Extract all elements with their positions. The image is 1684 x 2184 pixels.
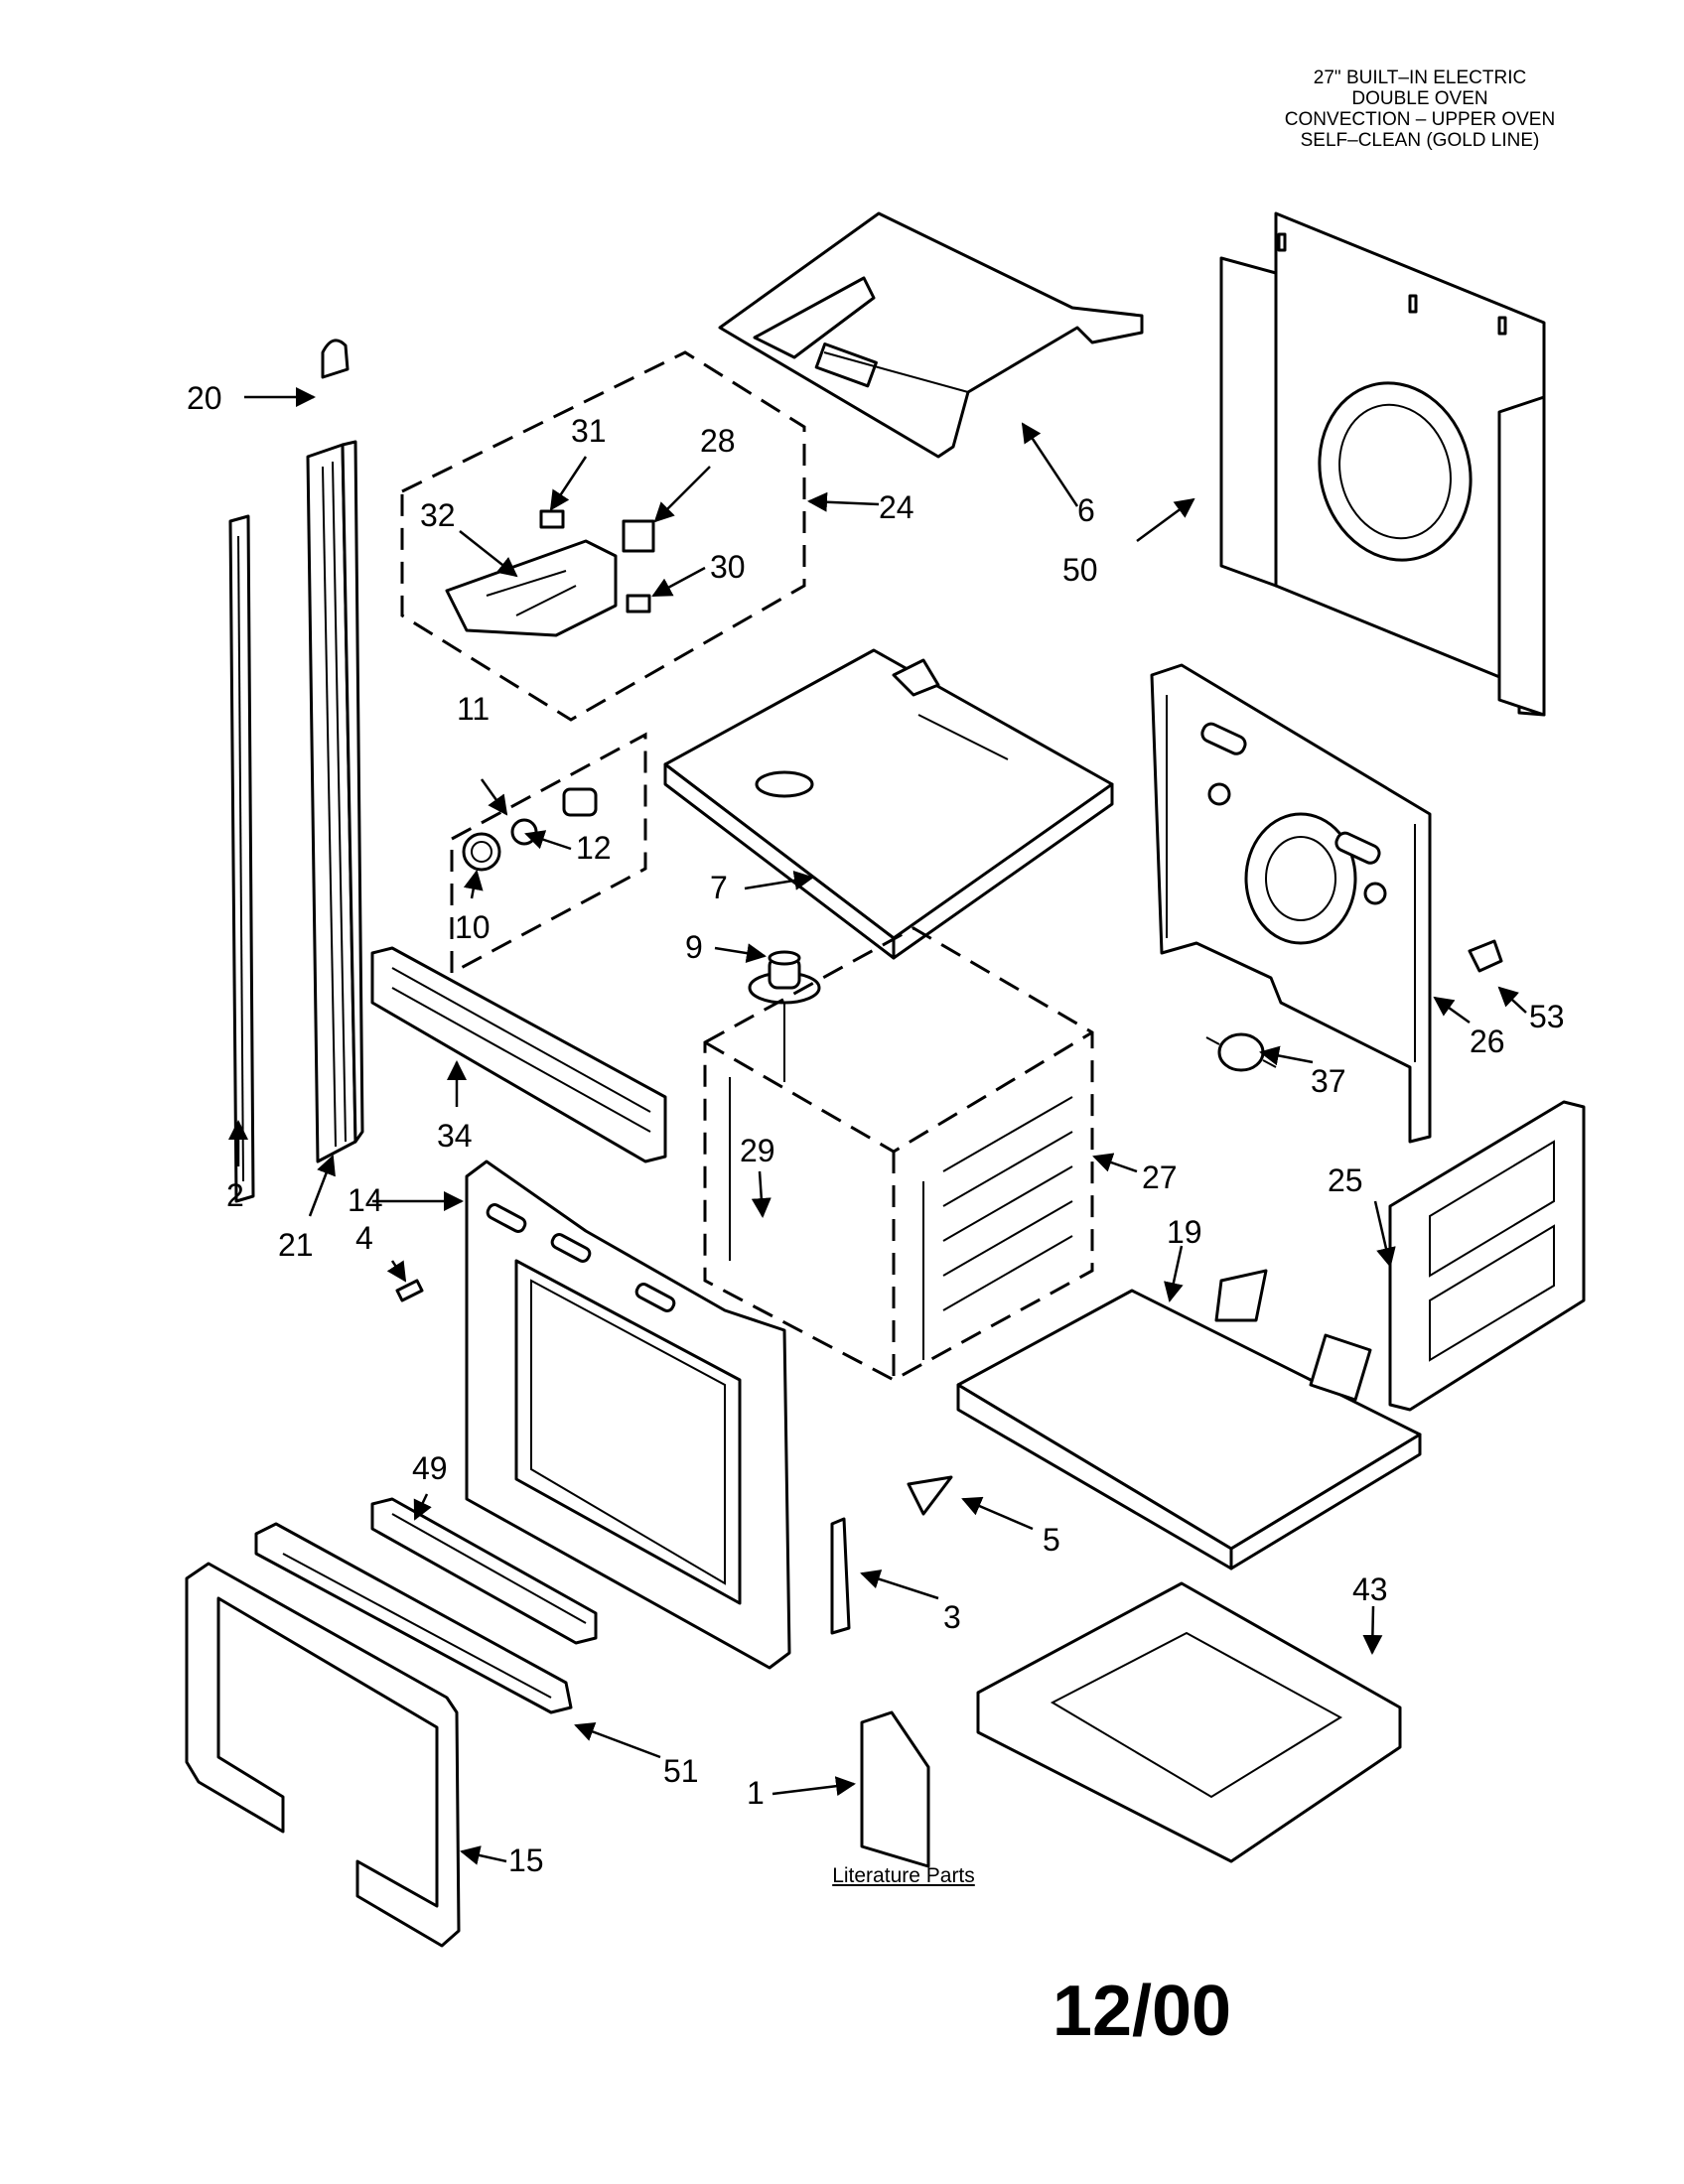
part-49-trim: [370, 1497, 598, 1645]
part-53-bracket: [1468, 939, 1503, 973]
part-20-cap: [321, 339, 350, 379]
callout-31: 31: [571, 413, 607, 449]
part-5-bracket: [907, 1475, 953, 1516]
part-25-side-shield: [1388, 1100, 1586, 1412]
part-51-vent-trim: [254, 1522, 573, 1714]
part-43-bottom-tray: [976, 1581, 1402, 1863]
part-4-screw: [395, 1279, 424, 1302]
callout-30: 30: [710, 549, 746, 585]
title-line-4: SELF–CLEAN (GOLD LINE): [1300, 130, 1540, 151]
callout-labels: 20 2 21 14 4 11 12 10 9 7 6 50 24 32 31 …: [187, 380, 1565, 1878]
part-21-side-trim: [306, 440, 364, 1163]
callout-32: 32: [420, 497, 456, 533]
callout-53: 53: [1529, 999, 1565, 1034]
part-6-top-cover: [718, 211, 1144, 459]
literature-parts-label: Literature Parts: [832, 1864, 975, 1887]
callout-9: 9: [685, 929, 703, 965]
callout-26: 26: [1470, 1024, 1505, 1059]
part-1-literature-booklet: [860, 1710, 930, 1868]
title-line-2: DOUBLE OVEN: [1351, 88, 1488, 109]
callout-51: 51: [663, 1753, 699, 1789]
part-26-side-frame: [1150, 663, 1432, 1144]
callout-24: 24: [879, 489, 914, 525]
callout-4: 4: [355, 1220, 373, 1256]
callout-34: 34: [437, 1118, 473, 1154]
diagram-title-block: 27" BUILT–IN ELECTRIC DOUBLE OVEN CONVEC…: [1221, 68, 1618, 151]
callout-49: 49: [412, 1450, 448, 1486]
callout-14: 14: [348, 1182, 383, 1218]
part-7-top-panel: [663, 648, 1114, 960]
part-9-element-fitting: [748, 950, 821, 1082]
part-50-rear-panel: [1219, 211, 1546, 717]
part-15-door-gasket: [185, 1562, 461, 1948]
callout-27: 27: [1142, 1160, 1178, 1195]
callout-29: 29: [740, 1133, 775, 1168]
callout-12: 12: [576, 830, 612, 866]
date-code: 12/00: [1052, 1972, 1232, 2051]
part-19-bottom-panel: [956, 1269, 1422, 1570]
callout-15: 15: [508, 1843, 544, 1878]
callout-5: 5: [1043, 1522, 1060, 1558]
callout-50: 50: [1062, 552, 1098, 588]
callout-3: 3: [943, 1599, 961, 1635]
callout-6: 6: [1077, 492, 1095, 528]
callout-10: 10: [455, 909, 491, 945]
part-3-bracket: [830, 1517, 851, 1635]
title-line-1: 27" BUILT–IN ELECTRIC: [1313, 68, 1527, 88]
title-line-3: CONVECTION – UPPER OVEN: [1284, 109, 1556, 130]
callout-leaders: [228, 387, 1527, 1865]
part-2-side-trim: [228, 514, 255, 1203]
callout-37: 37: [1311, 1063, 1346, 1099]
callout-20: 20: [187, 380, 222, 416]
callout-2: 2: [226, 1177, 244, 1213]
callout-43: 43: [1352, 1571, 1388, 1607]
callout-19: 19: [1167, 1214, 1202, 1250]
callout-7: 7: [710, 870, 728, 905]
callout-28: 28: [700, 423, 736, 459]
part-24-switch-assembly-group: [400, 350, 806, 722]
part-34-vent-grille: [370, 946, 667, 1163]
callout-21: 21: [278, 1227, 314, 1263]
callout-25: 25: [1328, 1162, 1363, 1198]
callout-11: 11: [457, 691, 490, 727]
part-27-oven-cavity: [703, 926, 1094, 1382]
part-14-front-frame: [465, 1160, 791, 1670]
callout-1: 1: [747, 1775, 765, 1811]
